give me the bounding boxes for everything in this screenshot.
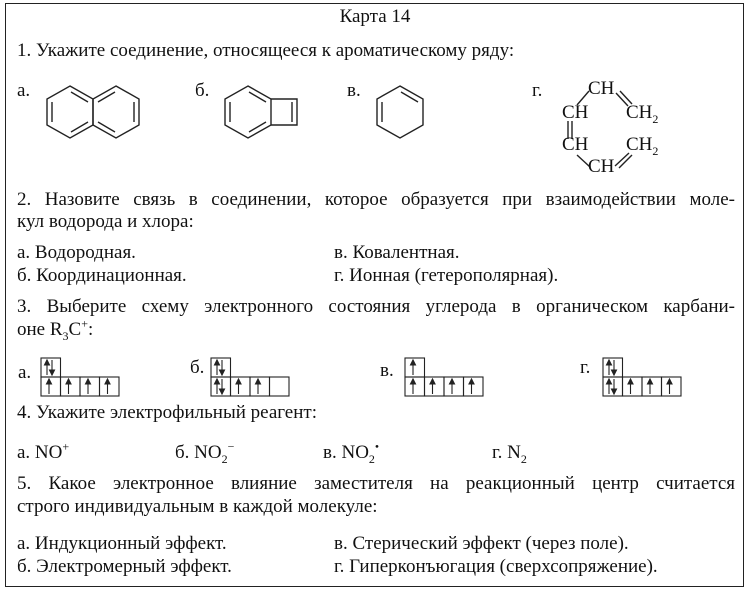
chain-ch-left2: CH: [562, 134, 589, 155]
orbital-box: [210, 357, 232, 378]
q3-option-b-label: б.: [190, 357, 205, 378]
arrow-down-icon: [218, 360, 226, 377]
q2-option-c: в. Ковалентная.: [334, 242, 460, 263]
orbital-box: [40, 376, 62, 397]
q4-option-a: а. NO+: [17, 439, 70, 463]
arrow-up-icon: [65, 377, 72, 394]
orbital-box: [404, 376, 426, 397]
arrow-up-icon: [104, 377, 111, 394]
arrow-down-icon: [610, 360, 618, 377]
q5-option-a: а. Индукционный эффект.: [17, 533, 227, 554]
orbital-box: [79, 376, 101, 397]
orbital-box: [404, 357, 426, 378]
arrow-down-icon: [218, 379, 226, 396]
q1-option-c-label: в.: [347, 80, 361, 101]
orbital-b: [210, 357, 290, 397]
q2-option-a: а. Водородная.: [17, 242, 136, 263]
q4-option-c: в. NO2•: [323, 439, 380, 466]
question-3-line2: оне R3C+:: [17, 316, 94, 343]
q5-option-b: б. Электромерный эффект.: [17, 556, 232, 577]
arrow-up-icon: [468, 377, 475, 394]
arrow-up-icon: [409, 358, 417, 375]
arrow-up-icon: [605, 358, 613, 375]
octatetraene-chain: [567, 90, 633, 169]
orbital-box: [423, 376, 445, 397]
q4-option-b: б. NO2−: [175, 439, 235, 466]
arrow-up-icon: [646, 377, 654, 394]
orbital-box: [462, 376, 484, 397]
q2-option-b: б. Координационная.: [17, 265, 187, 286]
arrow-up-icon: [409, 377, 417, 394]
orbital-box: [249, 376, 271, 397]
naphthalene-structure: [46, 85, 140, 139]
orbital-box: [621, 376, 643, 397]
orbital-box: [443, 376, 465, 397]
orbital-box: [268, 376, 290, 397]
arrow-down-icon: [610, 379, 618, 396]
arrow-up-icon: [213, 358, 221, 375]
orbital-box: [660, 376, 682, 397]
q3-option-d-label: г.: [580, 357, 591, 378]
orbital-a: [40, 357, 120, 397]
card-title: Карта 14: [339, 6, 411, 27]
question-3-line1: 3. Выберите схему электронного состояния…: [17, 296, 735, 317]
q3-option-c-label: в.: [380, 360, 394, 381]
chain-ch2-a: CH2: [626, 102, 659, 126]
question-5-line2: строго индивидуальным в каждой молекуле:: [17, 496, 378, 517]
arrow-up-icon: [254, 377, 262, 394]
chain-ch-bottom: CH: [588, 156, 615, 177]
q1-option-d-label: г.: [532, 80, 543, 101]
arrow-up-icon: [605, 377, 613, 394]
q3-option-a-label: а.: [18, 362, 32, 383]
orbital-c: [404, 357, 484, 397]
question-1: 1. Укажите соединение, относящееся к аро…: [17, 40, 515, 61]
orbital-box: [59, 376, 81, 397]
orbital-d: [602, 357, 682, 397]
orbital-box: [229, 376, 251, 397]
q2-option-d: г. Ионная (гетерополярная).: [334, 265, 559, 286]
q5-option-d: г. Гиперконъюгация (сверхсопряжение).: [334, 556, 658, 577]
question-2-line2: кул водорода и хлора:: [17, 211, 194, 232]
chain-ch-top: CH: [588, 78, 615, 99]
benzocyclobutadiene-structure: [224, 85, 298, 139]
orbital-box: [210, 376, 232, 397]
q1-option-b-label: б.: [195, 80, 210, 101]
arrow-up-icon: [45, 377, 53, 394]
question-5-line1: 5. Какое электронное влияние заместителя…: [17, 473, 735, 494]
orbital-box: [602, 376, 624, 397]
orbital-box: [641, 376, 663, 397]
question-4: 4. Укажите электрофильный реагент:: [17, 402, 317, 423]
arrow-up-icon: [235, 377, 242, 394]
arrow-up-icon: [43, 358, 51, 375]
arrow-up-icon: [429, 377, 436, 394]
q5-option-c: в. Стерический эффект (через поле).: [334, 533, 629, 554]
orbital-box: [98, 376, 120, 397]
q1-option-a-label: а.: [17, 80, 31, 101]
orbital-box: [602, 357, 624, 378]
chain-ch2-b: CH2: [626, 134, 659, 158]
card-border: [5, 3, 744, 587]
arrow-up-icon: [627, 377, 634, 394]
arrow-up-icon: [213, 377, 221, 394]
arrow-up-icon: [84, 377, 92, 394]
question-2-line1: 2. Назовите связь в соединении, которое …: [17, 189, 735, 210]
orbital-box: [40, 357, 62, 378]
arrow-up-icon: [448, 377, 456, 394]
chain-ch-left1: CH: [562, 102, 589, 123]
arrow-down-icon: [48, 360, 56, 377]
arrow-up-icon: [666, 377, 673, 394]
cyclohexadiene-structure: [376, 85, 424, 139]
q4-option-d: г. N2: [492, 442, 527, 466]
orbital-diagrams: [40, 357, 682, 397]
